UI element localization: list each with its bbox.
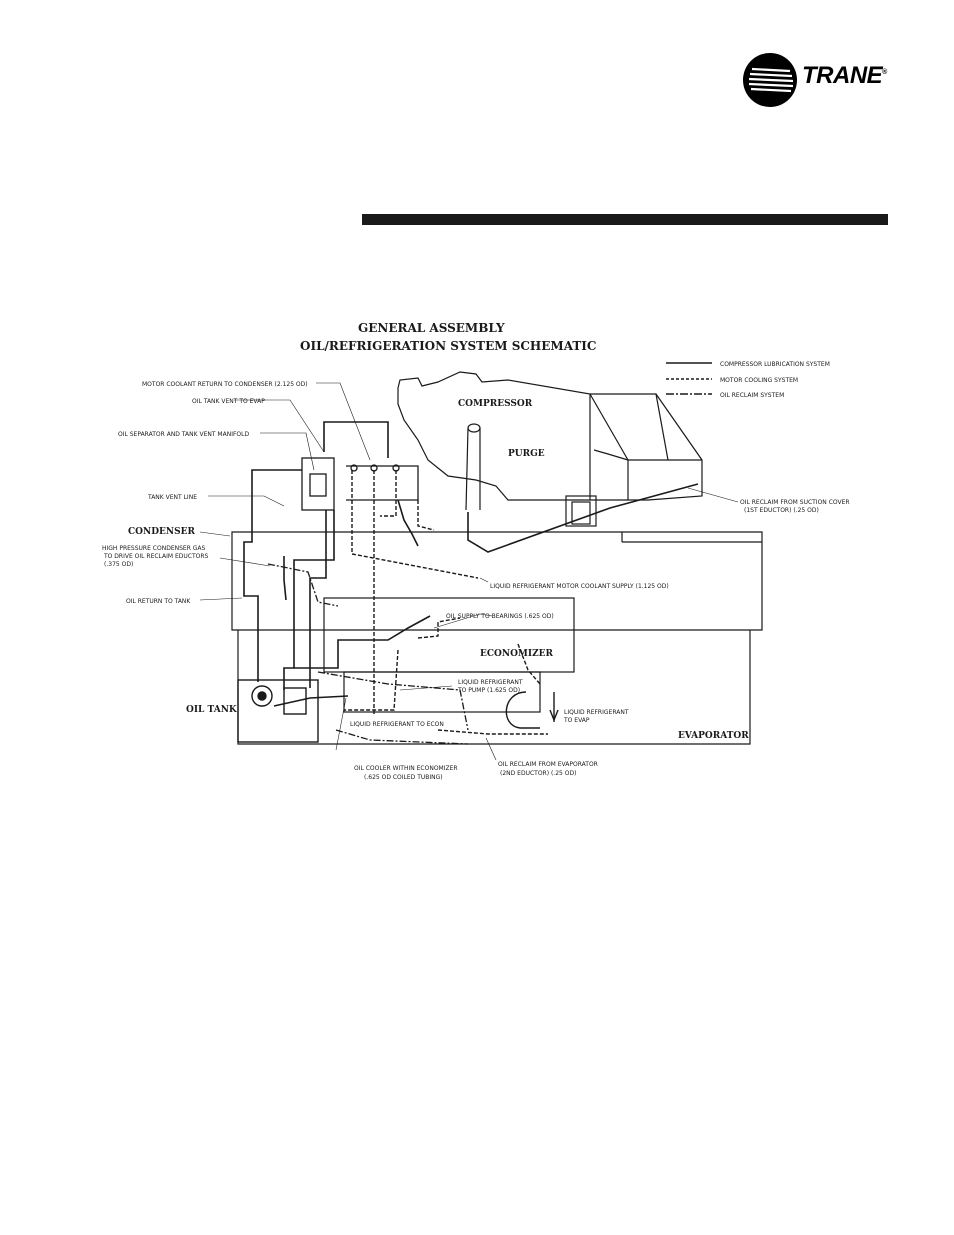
motor-cooling-lines: [344, 470, 548, 735]
trane-wordmark: TRANE®: [802, 62, 887, 90]
callout-oil-reclaim-suction-2: (1ST EDUCTOR) (.25 OD): [744, 507, 819, 514]
label-evaporator: EVAPORATOR: [678, 731, 749, 741]
callout-liquid-pump-2: TO PUMP (1.625 OD): [457, 687, 520, 694]
callout-high-pressure-2: TO DRIVE OIL RECLAIM EDUCTORS: [103, 553, 209, 560]
brand-name: TRANE: [802, 62, 883, 89]
callout-oil-reclaim-suction-1: OIL RECLAIM FROM SUCTION COVER: [740, 499, 850, 506]
callout-oil-cooler-1: OIL COOLER WITHIN ECONOMIZER: [354, 765, 458, 772]
trademark-symbol: ®: [882, 69, 887, 76]
diagram-title-line1: GENERAL ASSEMBLY: [358, 321, 505, 335]
callout-tank-vent-line: TANK VENT LINE: [147, 494, 197, 501]
legend-label-oil-reclaim: OIL RECLAIM SYSTEM: [720, 392, 784, 399]
callout-motor-coolant-return: MOTOR COOLANT RETURN TO CONDENSER (2.125…: [142, 381, 308, 388]
schematic-drawing: GENERAL ASSEMBLY OIL/REFRIGERATION SYSTE…: [102, 321, 850, 781]
callout-oil-tank-vent: OIL TANK VENT TO EVAP: [192, 398, 265, 405]
legend: COMPRESSOR LUBRICATION SYSTEM MOTOR COOL…: [666, 361, 830, 399]
callout-liquid-evap-2: TO EVAP: [563, 717, 590, 724]
callout-high-pressure-1: HIGH PRESSURE CONDENSER GAS: [102, 545, 206, 552]
economizer-shape: [323, 597, 575, 713]
schematic-figure: GENERAL ASSEMBLY OIL/REFRIGERATION SYSTE…: [88, 310, 860, 788]
callout-oil-cooler-2: (.625 OD COILED TUBING): [364, 774, 443, 781]
compressor-shape: [397, 371, 703, 527]
label-economizer: ECONOMIZER: [480, 649, 554, 659]
legend-label-motor-cooling: MOTOR COOLING SYSTEM: [720, 377, 798, 384]
oil-reclaim-lines: [267, 563, 469, 745]
callout-oil-separator: OIL SEPARATOR AND TANK VENT MANIFOLD: [118, 431, 249, 438]
oil-separator-shape: [301, 457, 419, 511]
callout-high-pressure-3: (.375 OD): [104, 561, 133, 568]
callout-oil-reclaim-evap-1: OIL RECLAIM FROM EVAPORATOR: [498, 761, 598, 768]
label-compressor: COMPRESSOR: [458, 399, 533, 409]
callout-oil-return: OIL RETURN TO TANK: [126, 598, 191, 605]
header-rule: [362, 214, 888, 225]
lubrication-lines: [243, 421, 699, 707]
liquid-to-evap-pipe: [505, 691, 559, 729]
trane-logo-mark: [743, 53, 797, 107]
callout-oil-supply-bearings: OIL SUPPLY TO BEARINGS (.625 OD): [446, 613, 554, 620]
label-oil-tank: OIL TANK: [186, 705, 238, 715]
oil-tank-shape: [237, 679, 319, 743]
trane-logo: TRANE®: [742, 52, 892, 108]
condenser-shape: [231, 531, 763, 631]
callout-liquid-motor-coolant: LIQUID REFRIGERANT MOTOR COOLANT SUPPLY …: [490, 583, 669, 590]
legend-label-lubrication: COMPRESSOR LUBRICATION SYSTEM: [720, 361, 830, 368]
callout-liquid-pump-1: LIQUID REFRIGERANT: [458, 679, 523, 686]
callout-liquid-econ: LIQUID REFRIGERANT TO ECON: [350, 721, 444, 728]
diagram-title-line2: OIL/REFRIGERATION SYSTEM SCHEMATIC: [300, 339, 596, 353]
callout-oil-reclaim-evap-2: (2ND EDUCTOR) (.25 OD): [500, 770, 576, 777]
label-condenser: CONDENSER: [128, 527, 195, 537]
label-purge: PURGE: [508, 449, 545, 459]
leader-lines: [199, 382, 739, 761]
callout-liquid-evap-1: LIQUID REFRIGERANT: [564, 709, 629, 716]
